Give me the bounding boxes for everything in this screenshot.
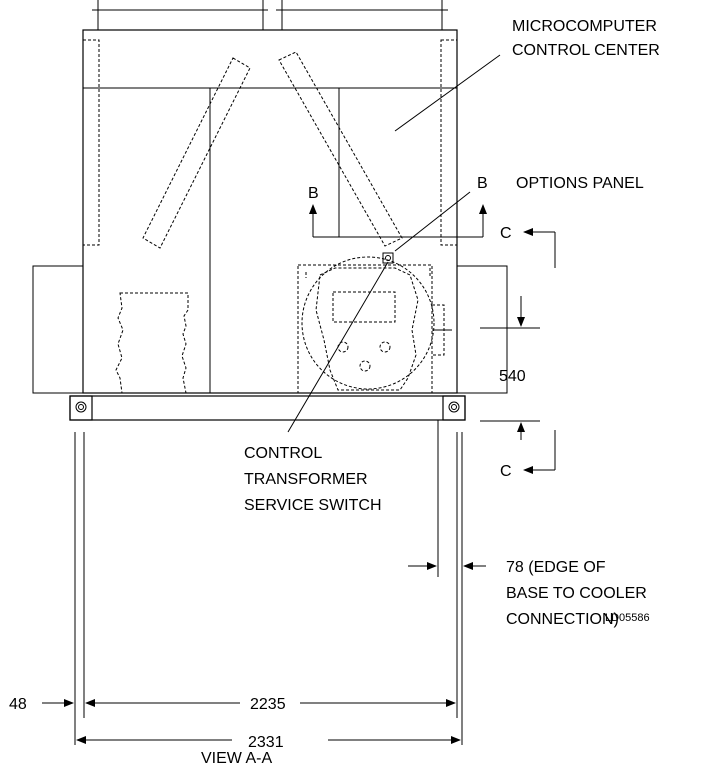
section-c-bottom-label: C bbox=[500, 463, 512, 480]
microcomputer-label-line2: CONTROL CENTER bbox=[512, 42, 660, 59]
left-compressor-outline bbox=[115, 292, 189, 394]
dimension-2331: 2331 bbox=[76, 734, 461, 751]
dimension-78: 78 (EDGE OF BASE TO COOLER CONNECTION) L… bbox=[408, 559, 650, 628]
control-label-line3: SERVICE SWITCH bbox=[244, 497, 382, 514]
options-panel-label: OPTIONS PANEL bbox=[516, 175, 644, 192]
dimension-48-label: 48 bbox=[9, 696, 27, 713]
extension-lines bbox=[74, 420, 463, 745]
base-rail bbox=[69, 395, 466, 421]
control-label-line2: TRANSFORMER bbox=[244, 471, 368, 488]
dimension-2331-label: 2331 bbox=[248, 734, 284, 751]
section-c-top-label: C bbox=[500, 225, 512, 242]
section-c-markers: C C bbox=[500, 225, 556, 480]
drawing-id: LD05586 bbox=[605, 612, 650, 624]
control-label-line1: CONTROL bbox=[244, 445, 322, 462]
section-b-right-label: B bbox=[477, 175, 488, 192]
section-b-markers: B B bbox=[308, 175, 488, 238]
edge-label-line2: BASE TO COOLER bbox=[506, 585, 647, 602]
dimension-540-label: 540 bbox=[499, 368, 526, 385]
condenser-fan-housings bbox=[92, 0, 448, 31]
edge-label-line3: CONNECTION) bbox=[506, 611, 619, 628]
options-panel-region bbox=[297, 252, 452, 394]
left-lifting-lug bbox=[69, 395, 93, 421]
section-b-left-label: B bbox=[308, 185, 319, 202]
microcomputer-label-line1: MICROCOMPUTER bbox=[512, 18, 657, 35]
edge-label-line1: 78 (EDGE OF bbox=[506, 559, 606, 576]
right-lifting-lug bbox=[442, 395, 466, 421]
view-title: VIEW A-A bbox=[201, 750, 272, 765]
side-connection-boxes bbox=[32, 265, 508, 394]
dimension-540: 540 bbox=[480, 296, 540, 440]
unit-cabinet bbox=[82, 29, 458, 394]
leader-lines bbox=[287, 54, 501, 433]
dimension-2235: 48 2235 bbox=[9, 696, 456, 713]
dimension-2235-label: 2235 bbox=[250, 696, 286, 713]
